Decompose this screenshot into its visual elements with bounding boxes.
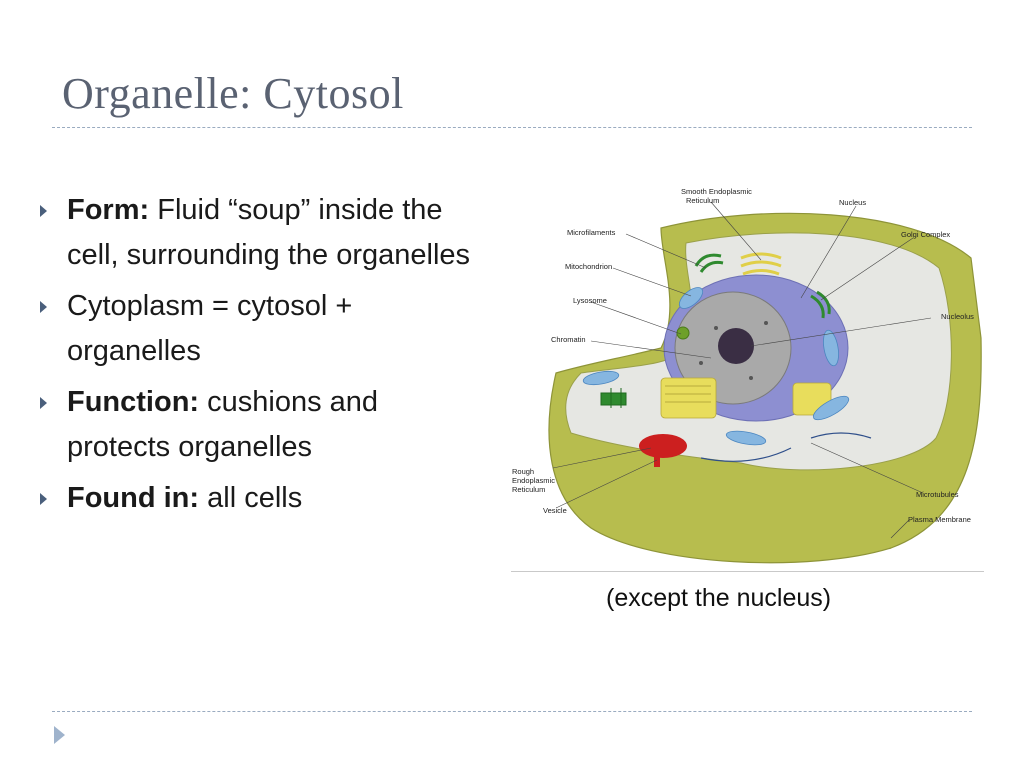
- label-vesicle: Vesicle: [543, 506, 567, 515]
- microfilaments-right-shape: [810, 290, 831, 319]
- label-rough-er: Endoplasmic: [512, 476, 555, 485]
- smooth-er-shape: [600, 388, 627, 408]
- bullet-cytoplasm: Cytoplasm = cytosol + organelles: [38, 284, 478, 374]
- label-smooth-er: Reticulum: [686, 196, 719, 205]
- cell-diagram: Smooth Endoplasmic Reticulum Nucleus Mic…: [511, 188, 984, 572]
- golgi-left-shape: [660, 377, 717, 419]
- bullet-text: Fluid “soup” inside the cell, surroundin…: [67, 194, 471, 271]
- bullet-list: Form: Fluid “soup” inside the cell, surr…: [38, 188, 478, 527]
- bullet-found-in: Found in: all cells: [38, 476, 478, 521]
- bullet-function: Function: cushions and protects organell…: [38, 380, 478, 470]
- label-rough-er: Reticulum: [512, 485, 545, 494]
- chromatin-dots: [699, 361, 703, 365]
- bullet-text: Cytoplasm = cytosol + organelles: [67, 290, 353, 367]
- label-chromatin: Chromatin: [551, 335, 586, 344]
- label-nucleus: Nucleus: [839, 198, 866, 207]
- bullet-label: Form:: [67, 194, 150, 226]
- nucleolus-shape: [718, 328, 754, 364]
- label-microfilaments: Microfilaments: [567, 228, 616, 237]
- microfilaments-shape: [694, 253, 724, 273]
- callout-lines: [552, 201, 932, 539]
- mitochondria-shapes: [582, 287, 850, 446]
- chromatin-dots: [714, 326, 718, 330]
- bullet-label: Function:: [67, 386, 200, 418]
- rough-er-shape: [639, 434, 687, 458]
- label-rough-er: Rough: [512, 467, 534, 476]
- bullet-form: Form: Fluid “soup” inside the cell, surr…: [38, 188, 478, 278]
- bullet-label: Found in:: [67, 482, 200, 514]
- footer-divider: [52, 711, 972, 712]
- bullet-arrow-icon: [40, 301, 47, 313]
- chromatin-dots: [764, 321, 768, 325]
- lysosome-shape: [676, 326, 690, 340]
- bullet-arrow-icon: [40, 493, 47, 505]
- golgi-top-shape: [740, 252, 782, 276]
- slide-title: Organelle: Cytosol: [62, 69, 404, 118]
- microtubules-shape: [700, 432, 872, 462]
- bullet-arrow-icon: [40, 397, 47, 409]
- bullet-text: all cells: [199, 482, 303, 514]
- label-plasma-membrane: Plasma Membrane: [908, 515, 971, 524]
- label-nucleolus: Nucleolus: [941, 312, 974, 321]
- bullet-arrow-icon: [40, 205, 47, 217]
- label-microtubules: Microtubules: [916, 490, 959, 499]
- label-golgi: Golgi Complex: [901, 230, 950, 239]
- animal-cell-illustration: Smooth Endoplasmic Reticulum Nucleus Mic…: [512, 188, 982, 564]
- next-slide-arrow-icon[interactable]: [54, 726, 65, 744]
- figure-caption: (except the nucleus): [606, 584, 832, 612]
- chromatin-dots: [749, 376, 753, 380]
- label-lysosome: Lysosome: [573, 296, 607, 305]
- title-divider: [52, 127, 972, 128]
- bullet-text: cushions and protects organelles: [67, 386, 379, 463]
- label-smooth-er: Smooth Endoplasmic: [681, 188, 752, 196]
- label-mitochondrion: Mitochondrion: [565, 262, 612, 271]
